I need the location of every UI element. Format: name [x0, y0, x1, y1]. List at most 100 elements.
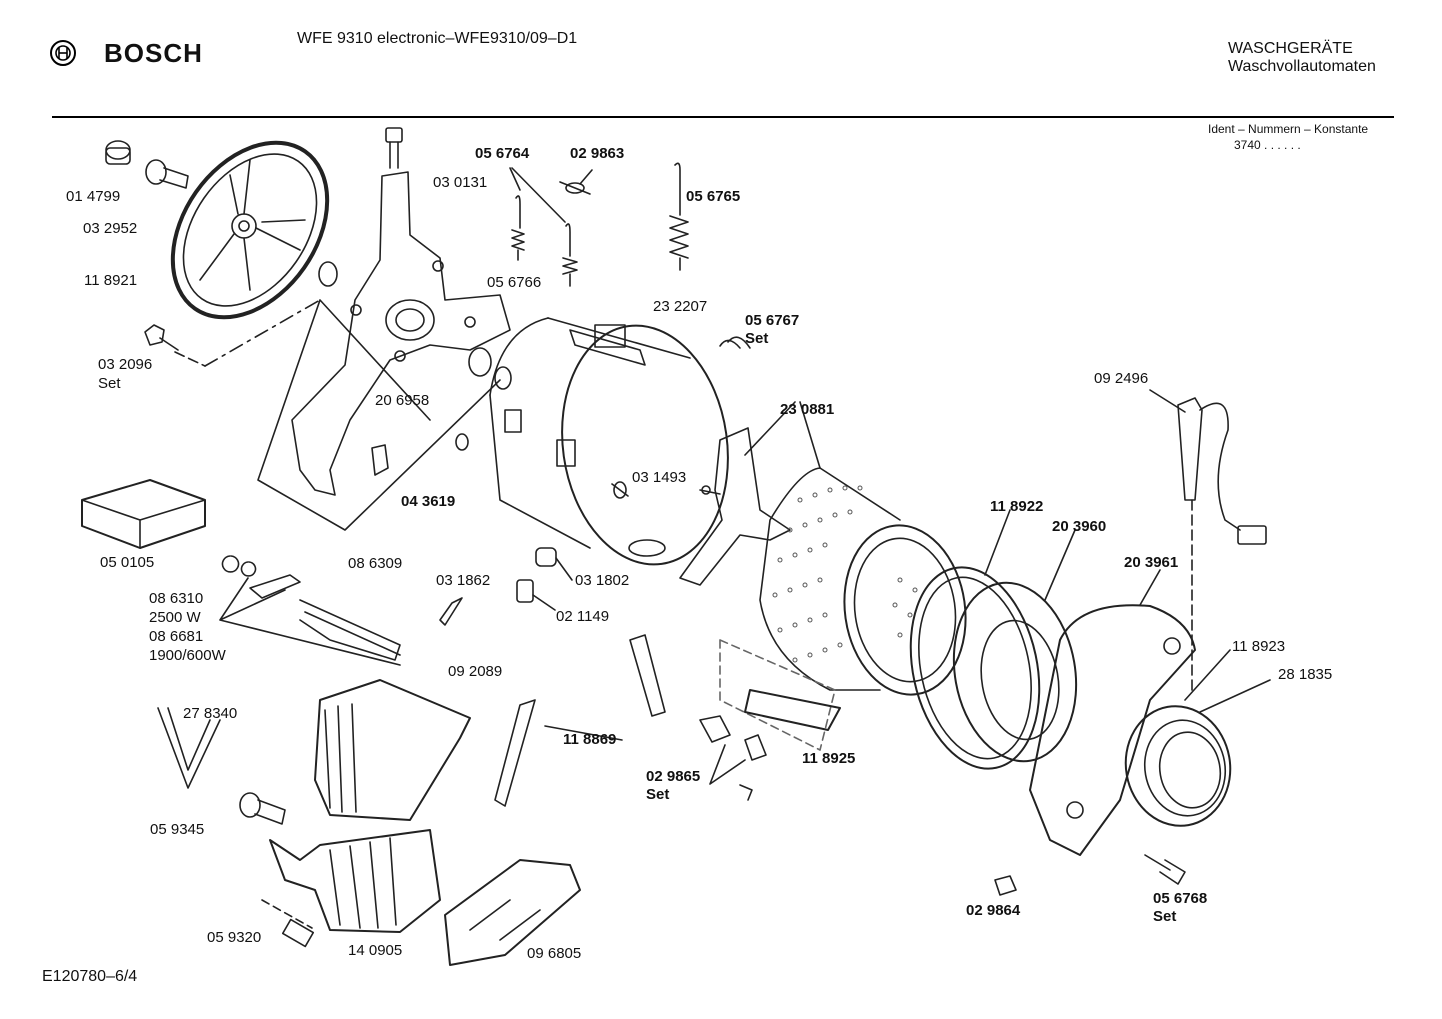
part-label: 11 8922: [990, 498, 1044, 515]
part-label: 05 0105: [100, 554, 155, 571]
leader-029863: [579, 169, 593, 185]
part-label: 09 2496: [1094, 370, 1149, 387]
bolt-032096: [144, 324, 179, 351]
spring-056764b: [562, 223, 578, 287]
pulley-wheel: [170, 140, 330, 320]
part-label: 20 3961: [1124, 554, 1179, 571]
ident-label: Ident – Nummern – Konstante: [1208, 122, 1369, 136]
bellows-092089: [314, 679, 471, 821]
control-module-050105: [81, 479, 206, 549]
leaders-heater: [219, 577, 401, 666]
pcb-096805: [444, 859, 581, 966]
heater-nuts: [221, 555, 257, 577]
brand-name: BOSCH: [104, 38, 203, 68]
part-label: 11 8921: [84, 272, 138, 289]
part-label: 02 9865: [646, 768, 701, 785]
drum-spider: [679, 427, 791, 586]
clip-029863: [559, 181, 591, 195]
part-label: 02 9864: [966, 902, 1021, 919]
bearing-left: [318, 261, 338, 287]
leader-029865: [709, 744, 746, 785]
part-label: 23 2207: [653, 298, 708, 315]
screw-056768: [1144, 854, 1186, 885]
part-label: 05 6766: [487, 274, 542, 291]
part-label: Set: [98, 375, 121, 392]
part-label: 03 1802: [575, 572, 630, 589]
shock-absorber-118869: [494, 634, 666, 807]
heater-element: [249, 574, 401, 661]
bolt-032952: [145, 159, 189, 189]
part-label: 01 4799: [66, 188, 121, 205]
part-label: 11 8923: [1232, 638, 1286, 655]
ring-203960: [952, 581, 1078, 763]
leader-056764: [509, 167, 566, 223]
outer-tub: [489, 317, 729, 566]
part-label: 1900/600W: [149, 647, 226, 664]
part-label: 05 6768: [1153, 890, 1208, 907]
part-label: 03 2096: [98, 356, 153, 373]
drum-perforations: [772, 485, 918, 663]
part-label: 11 8925: [802, 750, 856, 767]
sensor-031862: [439, 597, 463, 626]
model-title: WFE 9310 electronic–WFE9310/09–D1: [297, 30, 578, 47]
bosch-logo-icon: [50, 40, 76, 66]
gasket-118922: [909, 566, 1041, 770]
part-label: 2500 W: [149, 609, 201, 626]
part-label: 02 1149: [556, 608, 610, 625]
part-label: 08 6310: [149, 590, 204, 607]
part-label: 09 2089: [448, 663, 503, 680]
clip-029864: [994, 875, 1017, 896]
part-label: 05 6765: [686, 188, 741, 205]
leader-092496: [1149, 389, 1186, 413]
door-lock-092496: [1177, 397, 1267, 691]
part-label: 28 1835: [1278, 666, 1333, 683]
part-label: Set: [646, 786, 670, 803]
pressure-part-031802: [535, 547, 573, 581]
part-label: 05 6764: [475, 145, 530, 162]
sleeve-part: [105, 140, 131, 160]
leader-032096: [174, 351, 206, 367]
seal-ring: [494, 366, 512, 390]
center-line-pulley: [204, 299, 321, 367]
part-label: 08 6681: [149, 628, 204, 645]
leaders-118923: [1184, 649, 1271, 713]
header-divider: [52, 116, 1394, 118]
part-label: 08 6309: [348, 555, 403, 572]
front-panel-203961: [1029, 604, 1232, 856]
inner-drum: [759, 467, 967, 696]
part-label: 20 3960: [1052, 518, 1107, 535]
part-label: 11 8869: [563, 731, 617, 748]
leader-230881: [744, 401, 821, 469]
part-label: 04 3619: [401, 493, 456, 510]
part-label: 03 1862: [436, 572, 491, 589]
spring-056764a: [511, 195, 525, 261]
part-label: 14 0905: [348, 942, 403, 959]
bolt-030131: [385, 127, 403, 169]
subcategory-title: Waschvollautomaten: [1228, 58, 1376, 75]
bolt-059345: [239, 792, 286, 825]
part-label: 23 0881: [780, 401, 835, 418]
belt-278340: [157, 707, 221, 789]
bolt-031493: [611, 481, 629, 499]
part-label: Set: [1153, 908, 1177, 925]
leader-059320: [261, 899, 313, 929]
part-label: 05 6767: [745, 312, 800, 329]
foot-assembly: [699, 639, 841, 801]
motor-140905: [269, 829, 441, 933]
clip-056767: [719, 336, 751, 349]
leaders-rings: [984, 509, 1161, 606]
ident-value: 3740 . . . . . .: [1234, 138, 1301, 152]
bearing-right: [468, 347, 492, 377]
ntc-sensor-021149: [516, 579, 556, 611]
part-label: 03 2952: [83, 220, 138, 237]
part-label: 20 6958: [375, 392, 430, 409]
damper-pin-059320: [281, 918, 315, 948]
part-label: 02 9863: [570, 145, 625, 162]
plug-043619: [455, 433, 469, 451]
part-label: 09 6805: [527, 945, 582, 962]
part-label: 05 9320: [207, 929, 262, 946]
category-title: WASCHGERÄTE: [1228, 40, 1353, 57]
leader-086309: [257, 299, 501, 531]
